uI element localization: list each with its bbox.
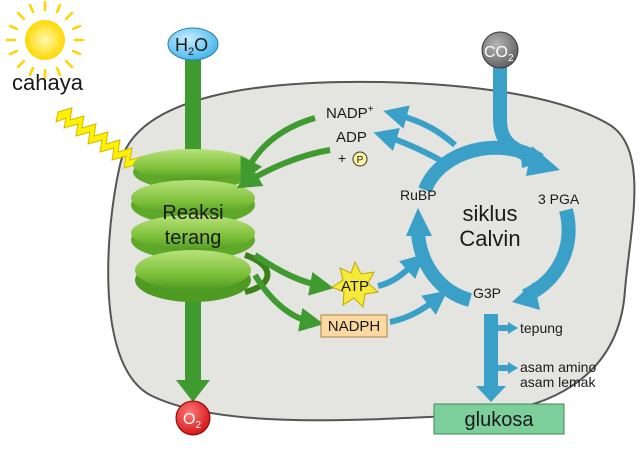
- glucose-label: glukosa: [465, 409, 535, 431]
- water-label: H: [175, 35, 188, 55]
- phosphate-icon: [352, 151, 368, 167]
- g3p-label: G3P: [473, 285, 501, 301]
- nadph-to-cycle-arrow: [389, 290, 448, 325]
- atp-star: [330, 260, 380, 309]
- light-label: cahaya: [12, 70, 84, 95]
- atp-production-arrow: [253, 252, 334, 296]
- co2-label: CO: [484, 44, 508, 61]
- rubp-label: RuBP: [400, 187, 437, 203]
- adp-return-arrow: [236, 147, 331, 189]
- g3p-output: [476, 314, 518, 402]
- oxygen-subscript: 2: [195, 420, 201, 431]
- calvin-label-line2: Calvin: [459, 226, 520, 251]
- atp-label: ATP: [341, 278, 369, 295]
- cycle-to-nadp-arrow: [383, 105, 457, 148]
- water-label-end: O: [194, 35, 208, 55]
- oxygen-label: O: [183, 411, 195, 428]
- oxygen-output: O2: [175, 300, 211, 436]
- svg-text:CO2: CO2: [484, 44, 514, 64]
- cycle-to-adp-arrow: [373, 127, 442, 163]
- co2-subscript: 2: [508, 53, 514, 64]
- nadph-production-arrow: [252, 273, 324, 332]
- starch-label: tepung: [520, 320, 563, 336]
- nadph-label: NADPH: [328, 318, 381, 335]
- svg-text:H2O: H2O: [175, 35, 208, 58]
- calvin-cycle: [406, 140, 576, 310]
- nadph-box: [320, 314, 388, 338]
- sun-icon: [5, 0, 85, 80]
- fatty-acids-label: asam lemak: [520, 374, 596, 390]
- svg-text:O2: O2: [183, 411, 201, 431]
- water-subscript: 2: [188, 46, 194, 58]
- nadp-return-arrow: [240, 115, 316, 183]
- light-reaction-label-line1: Reaksi: [162, 202, 223, 224]
- nadp-label: NADP: [326, 105, 368, 122]
- atp-to-cycle-arrow: [377, 253, 425, 289]
- phosphate-label: P: [357, 155, 364, 166]
- calvin-label-line1: siklus: [462, 201, 517, 226]
- amino-acids-label: asam amino: [520, 359, 596, 375]
- thylakoid-stack: [131, 149, 271, 302]
- glucose-box: [433, 403, 565, 435]
- light-reaction-label-line2: terang: [165, 227, 222, 249]
- pga-label: 3 PGA: [538, 191, 580, 207]
- plus-sign: +: [338, 150, 346, 166]
- adp-label: ADP: [336, 129, 367, 146]
- nadp-superscript: +: [368, 104, 374, 115]
- svg-text:NADP+: NADP+: [326, 104, 374, 122]
